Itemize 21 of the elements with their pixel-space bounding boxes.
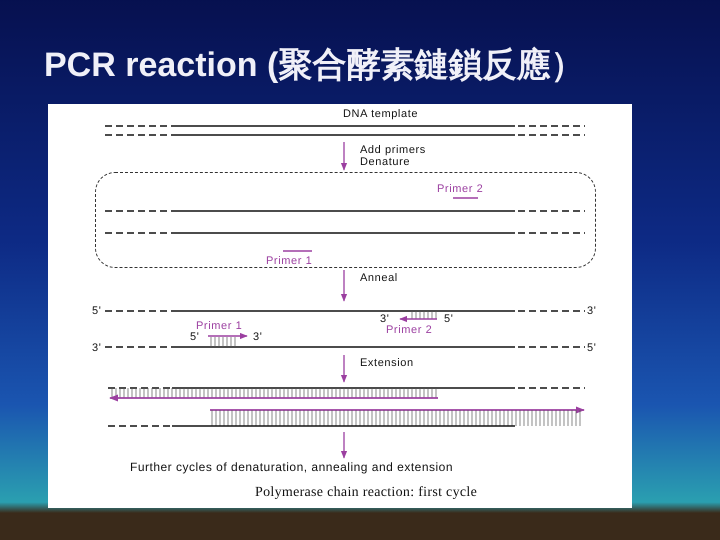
arrow [340, 355, 348, 383]
primer-label: Primer 2 [437, 183, 484, 195]
strand-end-label: 3' [92, 342, 102, 354]
strand-end-label: 3' [587, 305, 596, 317]
strand-end-label: 3' [253, 331, 262, 343]
step-text: Further cycles of denaturation, annealing and extension [130, 461, 454, 473]
arrow [340, 142, 348, 171]
arrow [340, 270, 348, 302]
strand-end-label: 5' [92, 305, 102, 317]
dashed-rounded-box [95, 172, 596, 268]
primer-label: Primer 1 [196, 320, 242, 332]
primer-label: Primer 2 [386, 324, 432, 336]
strand-end-label: 5' [190, 331, 200, 343]
strand-end-label: 5' [444, 313, 454, 325]
primer-label: Primer 1 [266, 255, 312, 267]
caption: Polymerase chain reaction: first cycle [255, 485, 478, 501]
strand-label: DNA template [343, 108, 418, 120]
slide-title: PCR reaction (聚合酵素鏈鎖反應） [44, 45, 584, 86]
strand-end-label: 5' [587, 342, 596, 354]
arrow [340, 432, 348, 459]
strand-end-label: 3' [380, 313, 390, 325]
